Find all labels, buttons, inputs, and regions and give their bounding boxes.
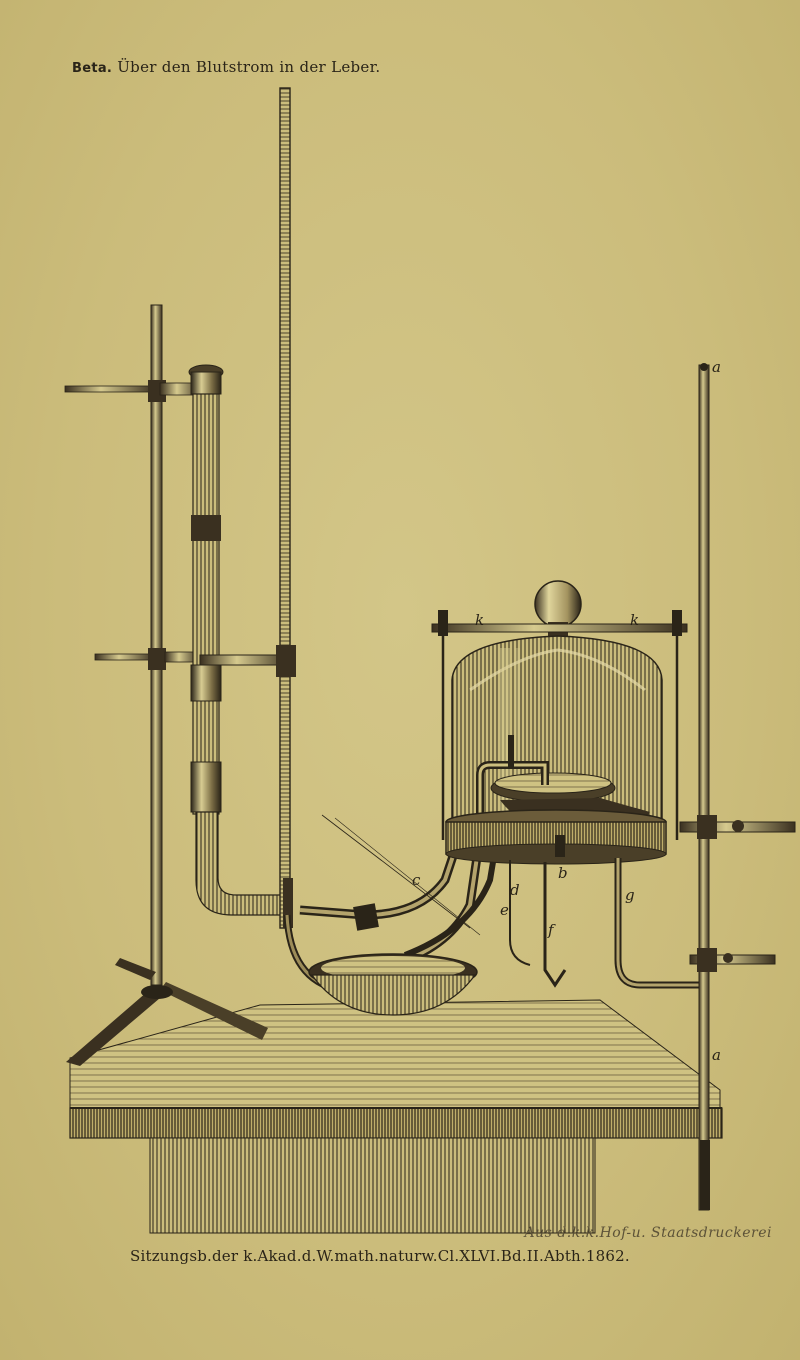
plate-header: Beta. Über den Blutstrom in der Leber. bbox=[72, 58, 380, 76]
citation: Sitzungsb.der k.Akad.d.W.math.naturw.Cl.… bbox=[130, 1247, 630, 1265]
printer-credit: Aus d.k.k.Hof-u. Staatsdruckerei bbox=[524, 1225, 772, 1241]
bell-jar bbox=[431, 580, 705, 989]
label-k-left: k bbox=[475, 611, 484, 629]
label-a-bottom: a bbox=[712, 1046, 721, 1064]
label-d: d bbox=[510, 881, 520, 899]
label-g: g bbox=[625, 886, 635, 904]
label-f: f bbox=[547, 921, 556, 939]
basin bbox=[308, 953, 478, 1016]
label-e: e bbox=[500, 901, 509, 919]
manometer-tube bbox=[276, 87, 380, 994]
label-a-top: a bbox=[712, 358, 721, 376]
right-stand bbox=[679, 363, 796, 1211]
label-k-right: k bbox=[630, 611, 639, 629]
glass-cylinder bbox=[188, 364, 293, 916]
label-c: c bbox=[412, 871, 421, 889]
author-name: Beta. bbox=[72, 61, 113, 76]
label-b: b bbox=[558, 864, 568, 882]
left-stand bbox=[64, 304, 268, 1066]
plate-title: Über den Blutstrom in der Leber. bbox=[117, 58, 381, 76]
figure-labels: a a k k c d e b f g bbox=[412, 358, 721, 1064]
table bbox=[69, 999, 723, 1234]
